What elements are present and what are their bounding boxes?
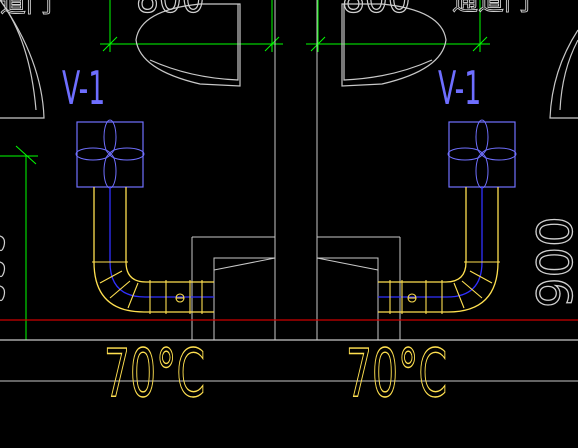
dimension-label-right: 900 [528, 216, 578, 308]
chinese-label-top-left: 道门 [0, 0, 52, 19]
partition-walls [191, 0, 401, 341]
temperature-label-left: 70°C [104, 335, 205, 412]
right-pipe [378, 187, 500, 314]
left-fan-unit [75, 119, 145, 189]
chinese-label-top-right: 通道门 [452, 0, 530, 17]
unit-label-left: V-1 [62, 61, 105, 115]
left-pipe [92, 187, 214, 314]
dimension-label-top-right: 800 [342, 0, 411, 21]
left-edge-text-fragment [0, 235, 6, 302]
toilet-bowls [135, 3, 447, 87]
fan-icon [75, 119, 145, 189]
valve-icon [407, 293, 417, 303]
valve-icon [175, 293, 185, 303]
top-dimension-lines [100, 0, 490, 52]
right-fan-unit [447, 119, 517, 189]
left-dimension-line [0, 145, 38, 341]
temperature-label-right: 70°C [346, 335, 447, 412]
side-fixtures [0, 0, 578, 119]
dimension-label-top-left: 800 [136, 0, 205, 21]
fan-icon [447, 119, 517, 189]
unit-label-right: V-1 [438, 61, 481, 115]
